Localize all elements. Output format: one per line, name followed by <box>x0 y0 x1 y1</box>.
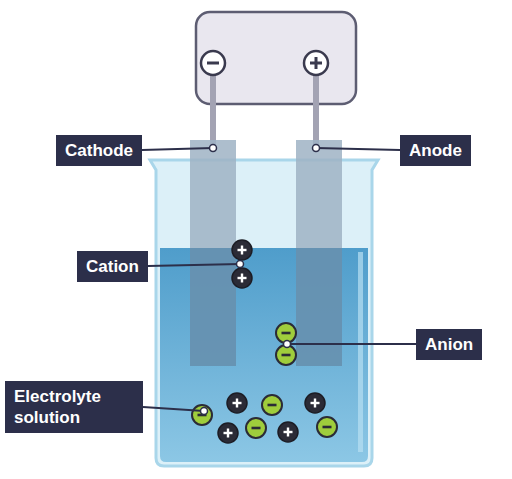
ions <box>192 240 337 443</box>
power-supply <box>196 12 356 104</box>
label-text: Anion <box>425 334 473 355</box>
label-box: Cathode <box>56 135 142 166</box>
cathode-electrode <box>190 140 236 366</box>
leader-line <box>142 148 213 150</box>
leader-line <box>316 148 400 150</box>
electrode-submerged <box>296 248 342 366</box>
leader-line <box>287 343 416 345</box>
anion-ion <box>262 395 282 415</box>
beaker-highlight <box>358 252 363 452</box>
cation-ion <box>278 422 298 442</box>
negative-terminal <box>201 51 225 75</box>
positive-terminal <box>304 51 328 75</box>
anion-ion <box>246 418 266 438</box>
anion-ion <box>317 417 337 437</box>
cation-ion <box>227 393 247 413</box>
label-box: Electrolyte solution <box>5 381 143 433</box>
leader-line <box>143 407 204 411</box>
label-text: Cathode <box>65 140 133 161</box>
label-text: Cation <box>86 256 139 277</box>
cation-ion <box>232 240 252 260</box>
label-box: Cation <box>77 251 148 282</box>
cation-ion <box>218 423 238 443</box>
cation-ion <box>232 268 252 288</box>
label-text: Electrolyte solution <box>14 386 134 428</box>
leader-line <box>148 264 240 266</box>
leader-dot <box>237 261 244 268</box>
cation-ion <box>305 393 325 413</box>
leader-dot <box>313 145 320 152</box>
leader-dot <box>284 341 291 348</box>
electrolyte-liquid <box>160 248 368 462</box>
leader-dot <box>201 408 208 415</box>
leader-dot <box>210 145 217 152</box>
anion-ion <box>192 405 212 425</box>
beaker <box>150 160 378 466</box>
label-box: Anion <box>416 329 482 360</box>
anode-electrode <box>296 140 342 366</box>
label-text: Anode <box>409 140 462 161</box>
label-box: Anode <box>400 135 471 166</box>
leader-lines <box>142 145 416 415</box>
